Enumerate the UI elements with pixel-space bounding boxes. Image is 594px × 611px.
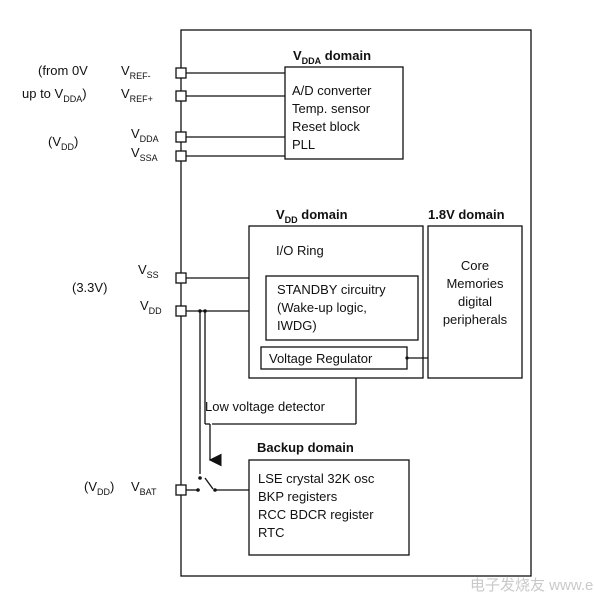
pin-label-vss: VSS [138, 262, 159, 280]
pin-vss [175, 272, 187, 284]
core-line-1: Core [461, 258, 489, 273]
regulator-output-node [405, 356, 409, 360]
vdda-domain-box [284, 66, 404, 160]
pin-label-vdd: VDD [140, 298, 162, 316]
core-line-2: Memories [446, 276, 504, 291]
vref-annotation-line2: up to VDDA) [22, 86, 87, 104]
pin-vref-minus [175, 67, 187, 79]
core-line-3: digital [458, 294, 492, 309]
pin-vssa [175, 150, 187, 162]
voltage-regulator-label: Voltage Regulator [269, 351, 373, 366]
pin-vdd [175, 305, 187, 317]
vdda-item-temp-sensor: Temp. sensor [292, 101, 371, 116]
pin-vdda [175, 131, 187, 143]
io-ring-label: I/O Ring [276, 243, 324, 258]
pin-label-vref-minus: VREF- [121, 63, 151, 81]
watermark: 电子发烧友 www.elecfans.com [470, 577, 594, 594]
pin-label-vref-plus: VREF+ [121, 86, 153, 104]
supply-3v3-annotation: (3.3V) [72, 280, 107, 295]
standby-line-2: (Wake-up logic, [277, 300, 367, 315]
vdda-item-adc: A/D converter [292, 83, 372, 98]
core-line-4: peripherals [443, 312, 508, 327]
vdda-domain-title: VDDA domain [293, 48, 371, 66]
standby-line-1: STANDBY circuitry [277, 282, 386, 297]
switch-contact-vdd [198, 476, 202, 480]
pin-vref-plus [175, 90, 187, 102]
backup-item-rtc: RTC [258, 525, 284, 540]
backup-item-bkp: BKP registers [258, 489, 338, 504]
vdda-supply-annotation: (VDD) [48, 134, 78, 152]
pin-label-vssa: VSSA [131, 145, 158, 163]
switch-blade [204, 477, 214, 490]
vdd-domain-title: VDD domain [276, 207, 348, 225]
backup-domain-box [248, 459, 410, 556]
backup-domain-title: Backup domain [257, 440, 354, 455]
vdda-item-reset-block: Reset block [292, 119, 360, 134]
standby-circuitry-box [265, 275, 419, 341]
standby-line-3: IWDG) [277, 318, 317, 333]
core-domain-title: 1.8V domain [428, 207, 505, 222]
vref-annotation-line1: (from 0V [38, 63, 88, 78]
core-domain-box [427, 225, 523, 379]
pin-vbat [175, 484, 187, 496]
backup-item-lse: LSE crystal 32K osc [258, 471, 375, 486]
low-voltage-detector-label: Low voltage detector [205, 399, 326, 414]
vdda-item-pll: PLL [292, 137, 315, 152]
vbat-supply-annotation: (VDD) [84, 479, 114, 497]
pin-label-vbat: VBAT [131, 479, 157, 497]
pin-label-vdda: VDDA [131, 126, 159, 144]
backup-item-rcc-bdcr: RCC BDCR register [258, 507, 374, 522]
